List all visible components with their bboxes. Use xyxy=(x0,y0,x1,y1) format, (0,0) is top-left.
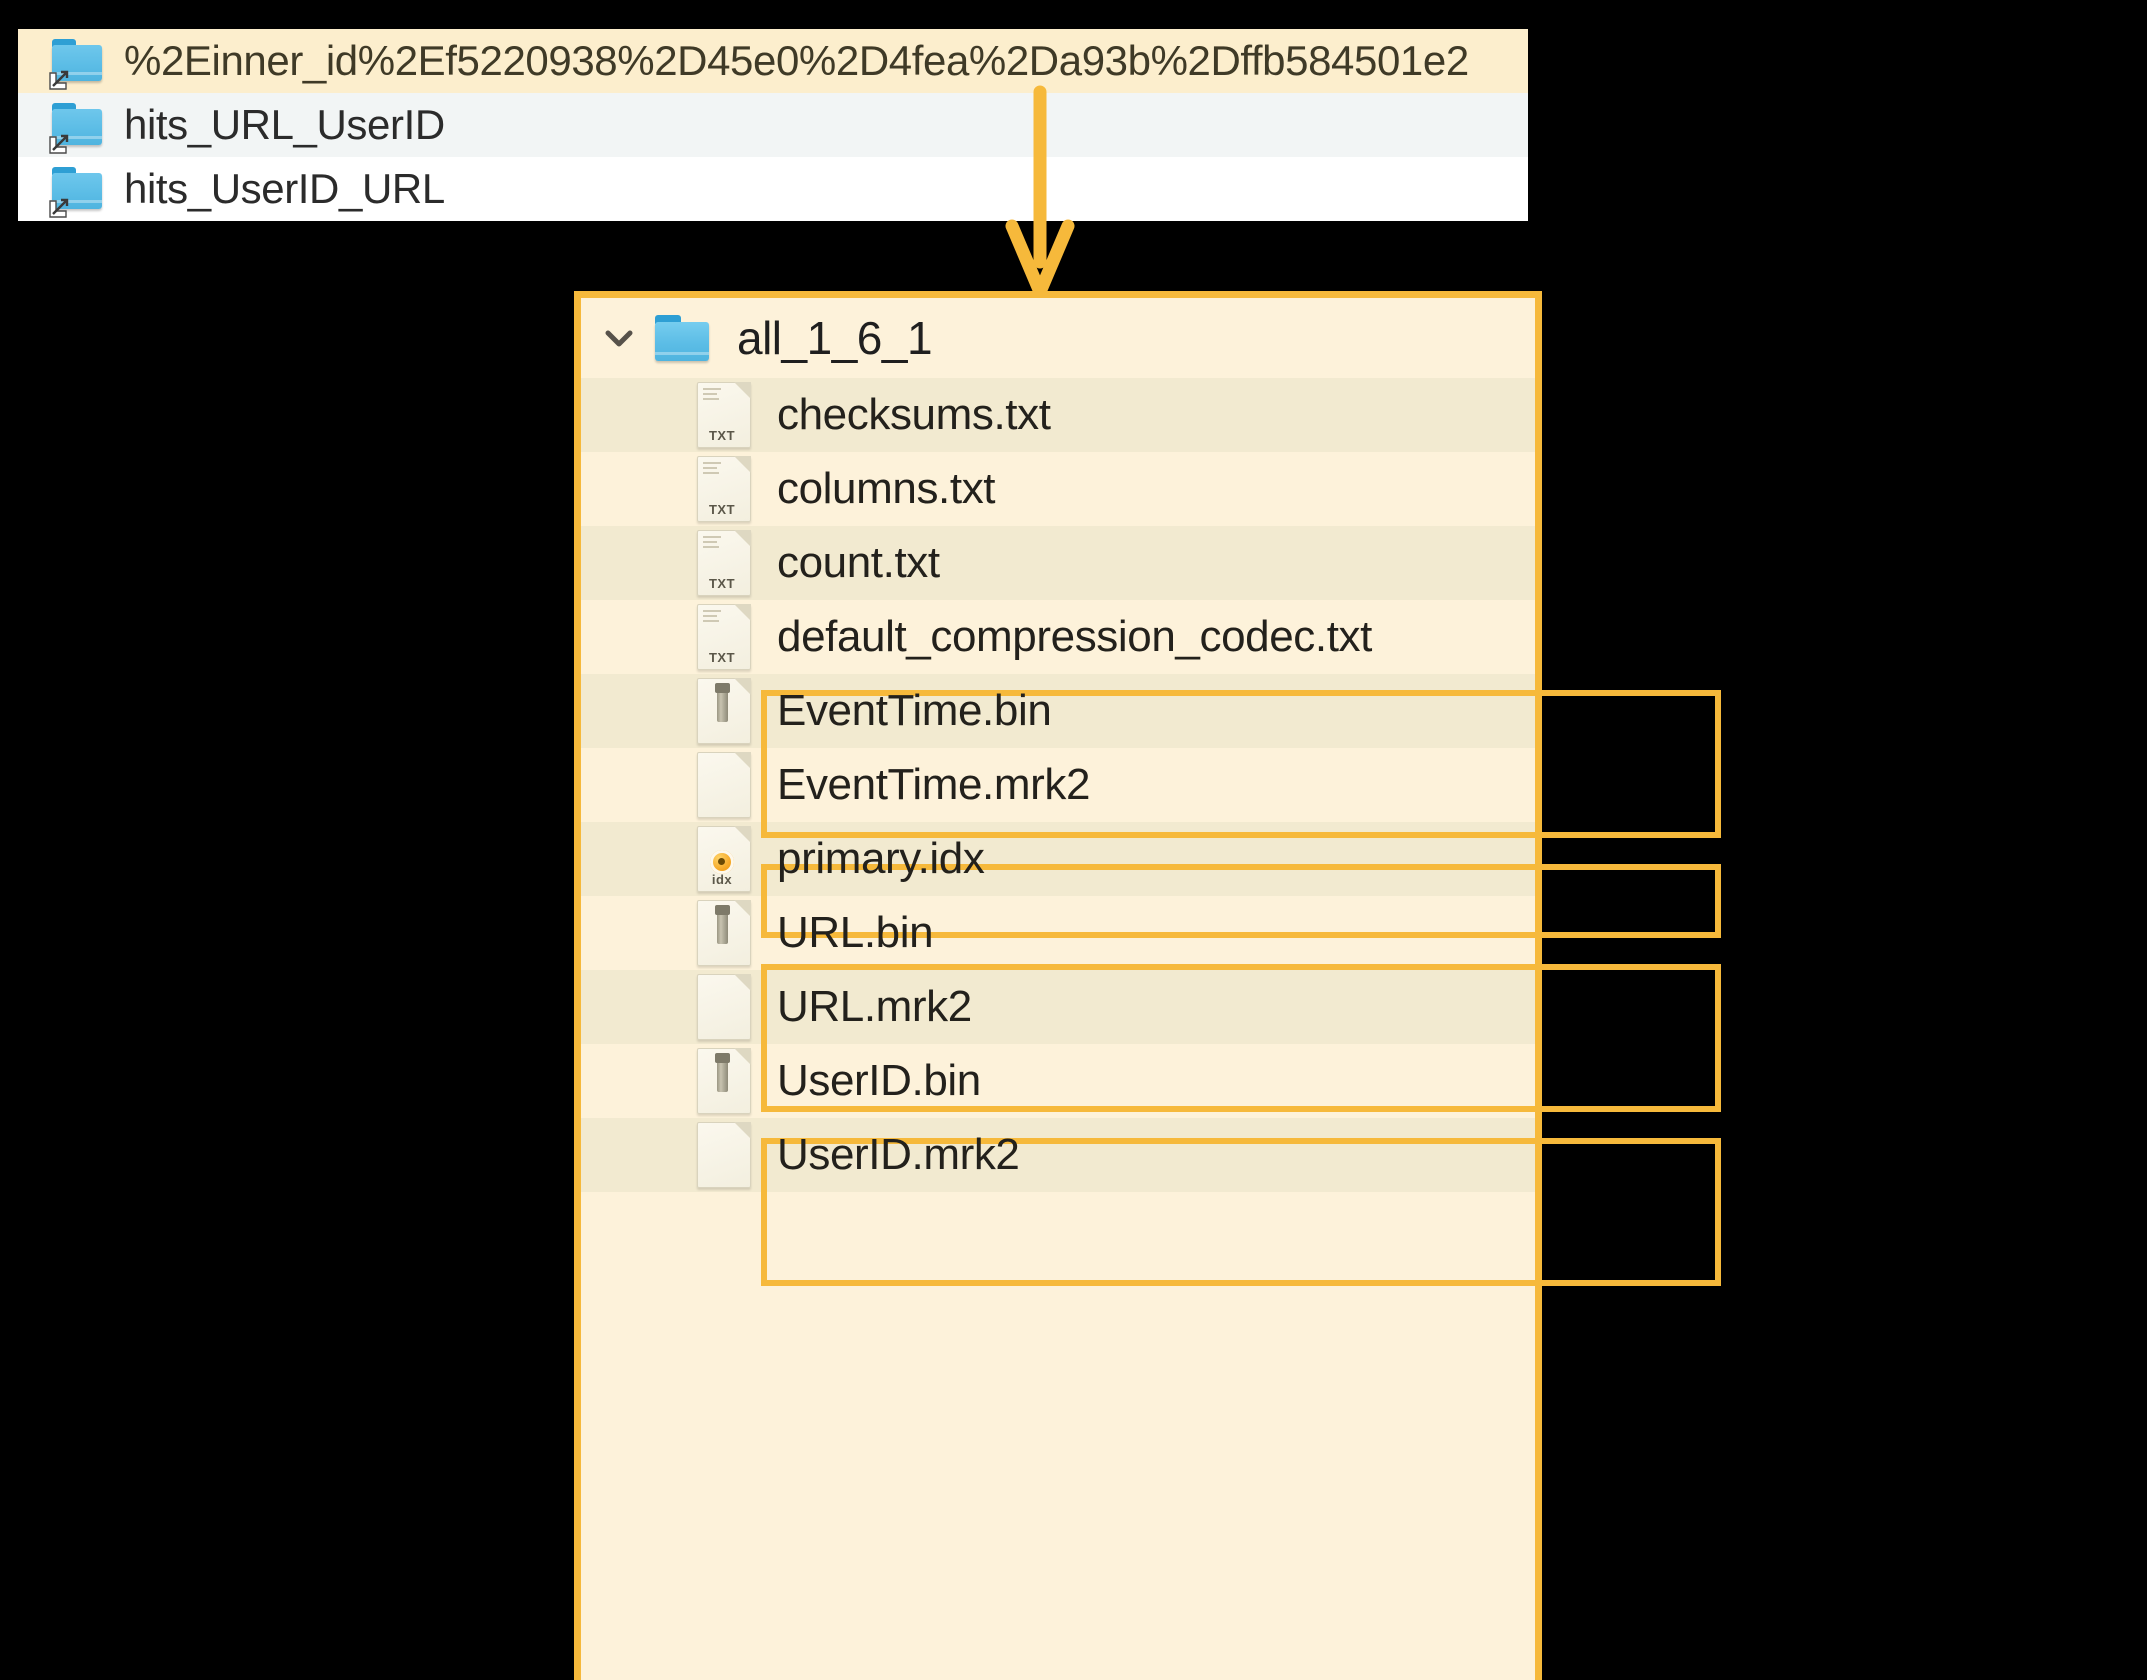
folder-symlink-icon xyxy=(49,37,106,90)
file-name: URL.mrk2 xyxy=(777,982,972,1031)
binary-file-icon xyxy=(697,678,751,744)
file-name: URL.bin xyxy=(777,908,934,957)
folder-icon xyxy=(653,314,713,362)
file-name: EventTime.mrk2 xyxy=(777,760,1091,809)
file-row[interactable]: TXT count.txt xyxy=(581,526,1535,600)
list-item-label: hits_URL_UserID xyxy=(124,101,445,148)
txt-file-icon: TXT xyxy=(697,530,751,596)
file-row[interactable]: EventTime.bin xyxy=(581,674,1535,748)
file-name: EventTime.bin xyxy=(777,686,1052,735)
folder-symlink-icon xyxy=(49,165,106,218)
file-name: count.txt xyxy=(777,538,940,587)
txt-file-icon-ext: TXT xyxy=(708,428,736,443)
file-name: primary.idx xyxy=(777,834,985,883)
list-item[interactable]: hits_UserID_URL xyxy=(18,157,1528,221)
list-item-label: %2Einner_id%2Ef5220938%2D45e0%2D4fea%2Da… xyxy=(124,37,1469,84)
file-name: UserID.bin xyxy=(777,1056,981,1105)
directory-name: all_1_6_1 xyxy=(737,312,933,364)
detail-panel-inner: all_1_6_1 TXT checksums.txt TXT columns.… xyxy=(581,298,1721,1680)
directory-row[interactable]: all_1_6_1 xyxy=(581,298,1535,378)
txt-file-icon-ext: TXT xyxy=(708,650,736,665)
binary-file-icon xyxy=(697,1048,751,1114)
index-file-icon-ext: idx xyxy=(711,872,733,887)
folder-symlink-icon xyxy=(49,101,106,154)
txt-file-icon: TXT xyxy=(697,456,751,522)
file-name: columns.txt xyxy=(777,464,996,513)
chevron-down-icon[interactable] xyxy=(597,316,641,360)
file-row[interactable]: UserID.mrk2 xyxy=(581,1118,1535,1192)
blank-file-icon xyxy=(697,974,751,1040)
list-item[interactable]: %2Einner_id%2Ef5220938%2D45e0%2D4fea%2Da… xyxy=(18,29,1528,93)
list-item[interactable]: hits_URL_UserID xyxy=(18,93,1528,157)
txt-file-icon: TXT xyxy=(697,604,751,670)
txt-file-icon: TXT xyxy=(697,382,751,448)
binary-file-icon xyxy=(697,900,751,966)
file-row[interactable]: TXT checksums.txt xyxy=(581,378,1535,452)
txt-file-icon-ext: TXT xyxy=(708,576,736,591)
file-row[interactable]: idx primary.idx xyxy=(581,822,1535,896)
blank-file-icon xyxy=(697,752,751,818)
file-row[interactable]: TXT default_compression_codec.txt xyxy=(581,600,1535,674)
list-item-label: hits_UserID_URL xyxy=(124,165,445,212)
file-name: default_compression_codec.txt xyxy=(777,612,1372,661)
file-row[interactable]: TXT columns.txt xyxy=(581,452,1535,526)
file-name: checksums.txt xyxy=(777,390,1051,439)
file-name: UserID.mrk2 xyxy=(777,1130,1020,1179)
txt-file-icon-ext: TXT xyxy=(708,502,736,517)
index-file-icon: idx xyxy=(697,826,751,892)
file-row[interactable]: EventTime.mrk2 xyxy=(581,748,1535,822)
expanded-part-directory-panel: all_1_6_1 TXT checksums.txt TXT columns.… xyxy=(574,291,1721,1680)
blank-file-icon xyxy=(697,1122,751,1188)
file-row[interactable]: URL.bin xyxy=(581,896,1535,970)
file-row[interactable]: URL.mrk2 xyxy=(581,970,1535,1044)
top-file-list: %2Einner_id%2Ef5220938%2D45e0%2D4fea%2Da… xyxy=(18,29,1528,221)
file-row[interactable]: UserID.bin xyxy=(581,1044,1535,1118)
